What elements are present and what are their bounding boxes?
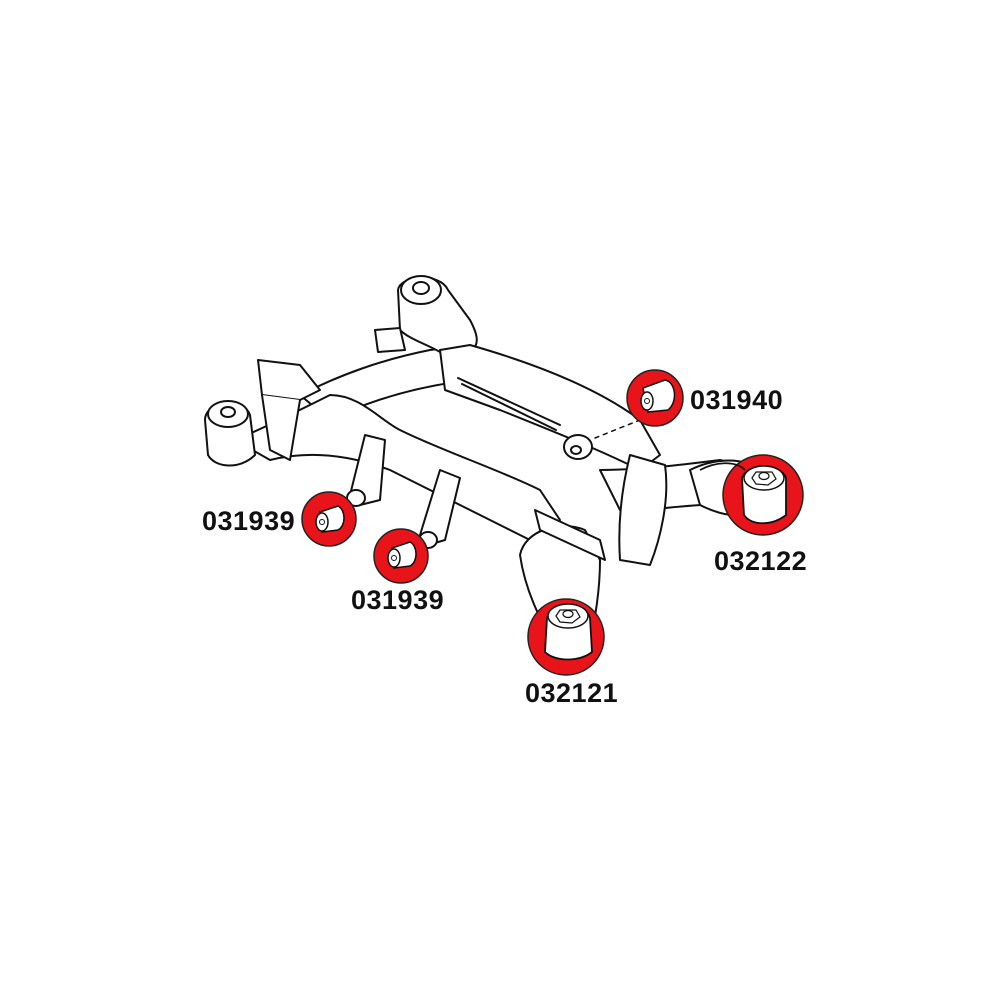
part-label-032122: 032122	[714, 546, 808, 576]
right-bracket-plate	[618, 454, 668, 566]
part-label-032121: 032121	[525, 678, 619, 708]
bushing-031939-left-highlight[interactable]	[301, 491, 357, 547]
bushing-032122-highlight[interactable]	[699, 454, 804, 536]
part-label-031939-left: 031939	[202, 506, 296, 536]
link-bracket-left	[349, 434, 386, 506]
front-crossmember	[439, 344, 661, 471]
bushing-032121-highlight[interactable]	[527, 598, 605, 676]
bushing-031940-highlight[interactable]	[626, 369, 684, 427]
part-label-031940: 031940	[690, 385, 784, 415]
bushing-031939-middle-highlight[interactable]	[373, 528, 429, 584]
part-label-031939-middle: 031939	[351, 585, 445, 615]
